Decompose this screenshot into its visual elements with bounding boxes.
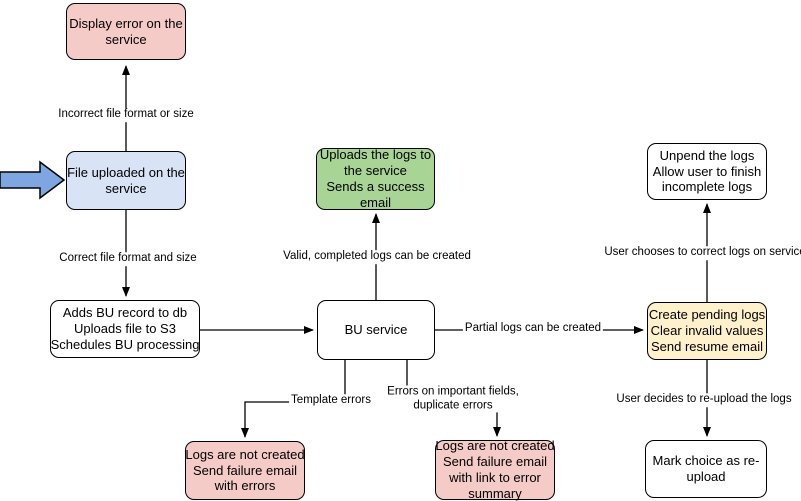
edge-label-valid-logs: Valid, completed logs can be created [281, 250, 473, 264]
edge-label-user-corrects: User chooses to correct logs on service [602, 246, 801, 260]
node-file-uploaded: File uploaded on the service [66, 151, 186, 210]
node-uploads-logs-success-label: Uploads the logs to the service Sends a … [319, 147, 432, 210]
node-display-error-label: Display error on the service [69, 15, 183, 47]
edge-label-correct-format: Correct file format and size [57, 252, 199, 266]
node-logs-failure-errors: Logs are not created Send failure email … [185, 441, 305, 500]
node-mark-choice-reupload: Mark choice as re- upload [645, 440, 767, 498]
node-bu-service-label: BU service [344, 322, 408, 338]
entry-arrow-icon [0, 160, 66, 200]
node-create-pending-logs: Create pending logs Clear invalid values… [647, 302, 767, 360]
node-create-pending-logs-label: Create pending logs Clear invalid values… [648, 307, 766, 354]
node-adds-bu-record-label: Adds BU record to db Uploads file to S3 … [50, 305, 200, 352]
node-unpend-logs-label: Unpend the logs Allow user to finish inc… [652, 147, 762, 195]
node-uploads-logs-success: Uploads the logs to the service Sends a … [316, 147, 435, 210]
node-mark-choice-reupload-label: Mark choice as re- upload [652, 453, 760, 484]
edge-label-incorrect-format: Incorrect file format or size [56, 108, 196, 122]
node-bu-service: BU service [317, 300, 435, 360]
node-logs-failure-summary-label: Logs are not created Send failure email … [435, 438, 555, 501]
node-logs-failure-errors-label: Logs are not created Send failure email … [185, 446, 305, 494]
node-display-error: Display error on the service [66, 3, 186, 60]
node-adds-bu-record: Adds BU record to db Uploads file to S3 … [50, 300, 200, 358]
node-logs-failure-summary: Logs are not created Send failure email … [435, 438, 555, 501]
edge-label-field-errors: Errors on important fields, duplicate er… [385, 385, 521, 413]
edge-label-partial-logs: Partial logs can be created [462, 322, 604, 336]
edge-label-user-decides: User decides to re-upload the logs [614, 393, 794, 407]
node-unpend-logs: Unpend the logs Allow user to finish inc… [647, 143, 767, 200]
edge-label-template-errors: Template errors [289, 394, 373, 408]
node-file-uploaded-label: File uploaded on the service [67, 164, 185, 196]
